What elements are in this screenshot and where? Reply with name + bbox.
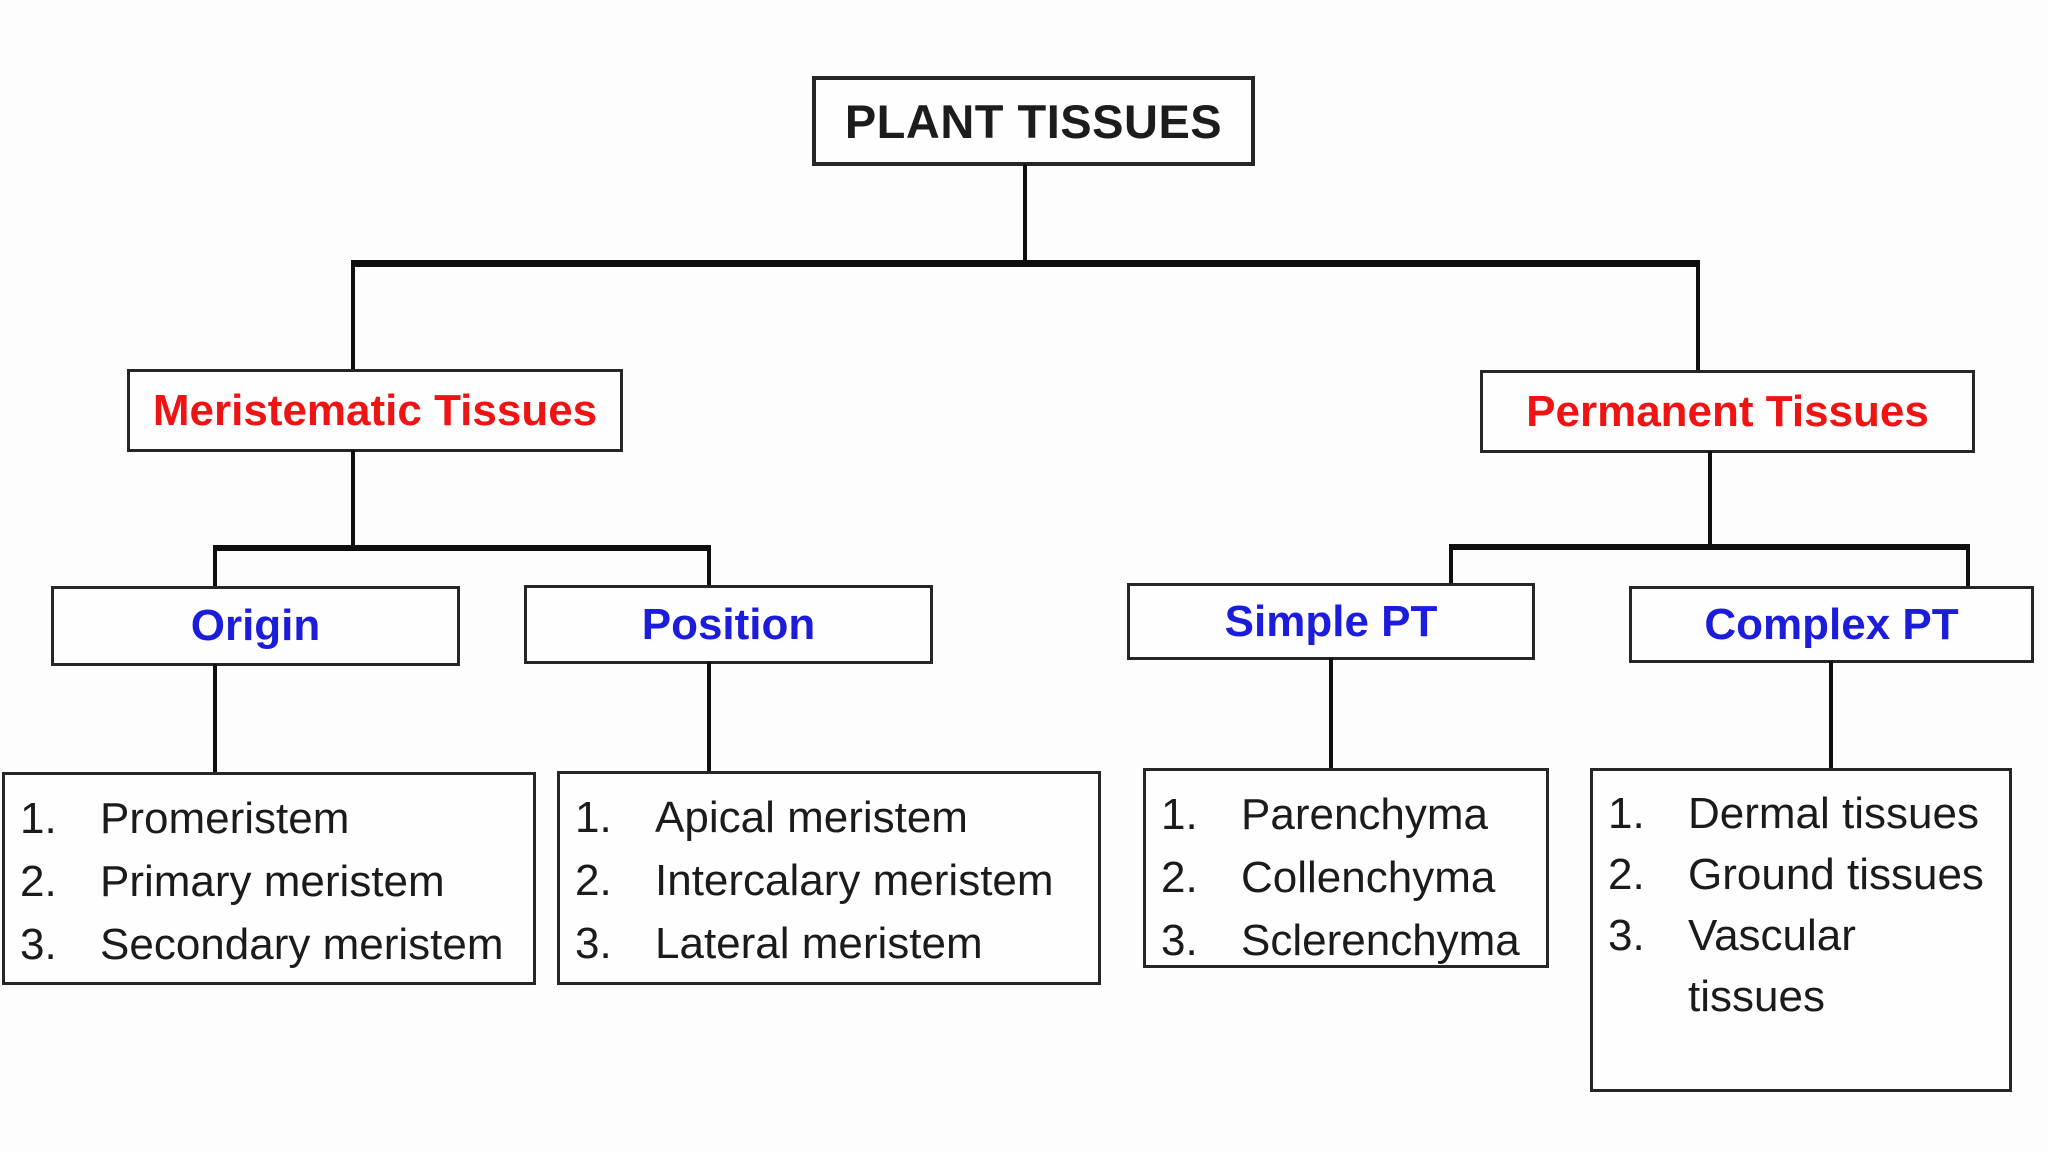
list-item: 3. Lateral meristem <box>575 912 1092 975</box>
node-position-label: Position <box>641 599 816 649</box>
list-item-text: Primary meristem <box>100 857 445 906</box>
list-item-text: Secondary meristem <box>100 920 504 969</box>
list-item-number: 3. <box>1161 916 1198 965</box>
list-item: 3. Secondary meristem <box>20 913 527 976</box>
list-item-text: Ground tissues <box>1688 850 1984 899</box>
list-item-number: 2. <box>1608 850 1645 899</box>
node-meristematic-tissues: Meristematic Tissues <box>127 369 623 452</box>
connector-top-horizontal <box>351 260 1700 267</box>
list-item-text: Vascular tissues <box>1688 911 1856 1021</box>
list-item: 2. Collenchyma <box>1161 846 1540 909</box>
list-item-text: Collenchyma <box>1241 853 1496 902</box>
connector-complex-pt-to-list <box>1829 661 1833 771</box>
connector-title-drop <box>1023 164 1027 264</box>
node-simple-pt-label: Simple PT <box>1224 596 1438 646</box>
list-item: 3. Vascular tissues <box>1608 905 2003 1027</box>
connector-to-simple-pt <box>1449 544 1453 586</box>
connector-to-complex-pt <box>1966 544 1970 589</box>
list-item: 2. Ground tissues <box>1608 844 2003 905</box>
list-item: 1. Dermal tissues <box>1608 783 2003 844</box>
list-item-text: Parenchyma <box>1241 790 1489 839</box>
connector-position-to-list <box>707 662 711 774</box>
list-item-number: 3. <box>575 919 612 968</box>
list-item: 1. Apical meristem <box>575 786 1092 849</box>
list-complex-pt-types: 1. Dermal tissues 2. Ground tissues 3. V… <box>1590 768 2012 1092</box>
connector-to-position <box>707 545 711 588</box>
node-meristematic-label: Meristematic Tissues <box>152 385 598 435</box>
list-item-number: 1. <box>20 794 57 843</box>
list-item-number: 2. <box>20 857 57 906</box>
node-complex-pt: Complex PT <box>1629 586 2034 663</box>
node-origin-label: Origin <box>190 601 321 650</box>
list-item-text: Dermal tissues <box>1688 789 1979 838</box>
connector-meristematic-drop <box>351 450 355 551</box>
list-item: 2. Intercalary meristem <box>575 849 1092 912</box>
node-complex-pt-label: Complex PT <box>1704 599 1959 649</box>
list-item: 1. Promeristem <box>20 787 527 850</box>
node-plant-tissues: PLANT TISSUES <box>812 76 1255 166</box>
list-item-number: 3. <box>20 920 57 969</box>
list-item-number: 2. <box>1161 853 1198 902</box>
connector-simple-pt-to-list <box>1329 658 1333 771</box>
list-item-text: Intercalary meristem <box>655 856 1054 905</box>
list-item-text: Sclerenchyma <box>1241 916 1520 965</box>
node-position: Position <box>524 585 933 664</box>
list-item-text: Apical meristem <box>655 793 968 842</box>
list-item-text: Lateral meristem <box>655 919 983 968</box>
node-origin: Origin <box>51 586 460 666</box>
list-item-number: 1. <box>1608 789 1645 838</box>
node-permanent-label: Permanent Tissues <box>1526 386 1929 436</box>
list-item: 1. Parenchyma <box>1161 783 1540 846</box>
list-item-number: 1. <box>575 793 612 842</box>
list-item-number: 2. <box>575 856 612 905</box>
connector-origin-to-list <box>213 664 217 775</box>
connector-to-meristematic <box>351 260 355 372</box>
list-item: 2. Primary meristem <box>20 850 527 913</box>
connector-to-origin <box>213 545 217 589</box>
node-permanent-tissues: Permanent Tissues <box>1480 370 1975 453</box>
list-item-number: 3. <box>1608 911 1645 960</box>
connector-permanent-horizontal <box>1449 544 1970 550</box>
list-item-number: 1. <box>1161 790 1198 839</box>
connector-to-permanent <box>1696 260 1700 373</box>
list-simple-pt-types: 1. Parenchyma 2. Collenchyma 3. Sclerenc… <box>1143 768 1549 968</box>
list-origin-types: 1. Promeristem 2. Primary meristem 3. Se… <box>2 772 536 985</box>
list-item-text: Promeristem <box>100 794 350 843</box>
list-item: 3. Sclerenchyma <box>1161 909 1540 972</box>
list-position-types: 1. Apical meristem 2. Intercalary merist… <box>557 771 1101 985</box>
connector-meristematic-horizontal <box>213 545 711 551</box>
node-plant-tissues-label: PLANT TISSUES <box>844 94 1223 148</box>
node-simple-pt: Simple PT <box>1127 583 1535 660</box>
connector-permanent-drop <box>1708 451 1712 550</box>
